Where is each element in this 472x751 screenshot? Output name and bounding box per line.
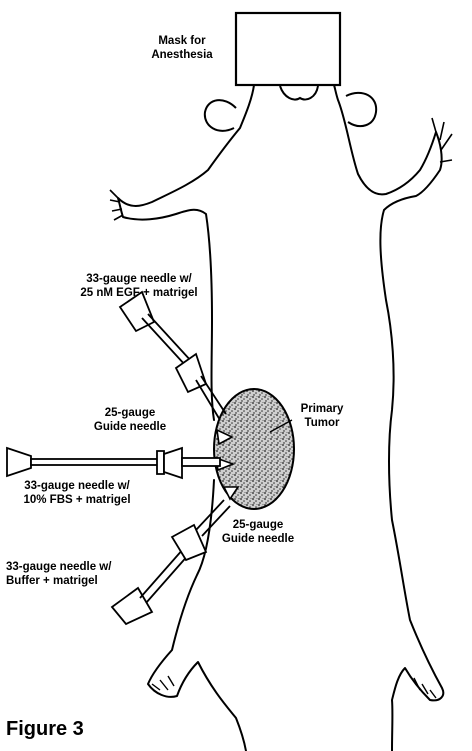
fbs-needle-label: 33-gauge needle w/ 10% FBS + matrigel <box>2 479 152 507</box>
fbs-syringe-hub <box>7 448 31 476</box>
buffer-needle-label-line1: 33-gauge needle w/ <box>6 560 156 574</box>
tumor-label-line2: Tumor <box>282 416 362 430</box>
egf-needle-label-line1: 33-gauge needle w/ <box>64 272 214 286</box>
mask-label-line1: Mask for <box>130 34 234 48</box>
egf-needle-label-line2: 25 nM EGF + matrigel <box>64 286 214 300</box>
middle-guide-shaft <box>182 458 220 466</box>
buffer-needle-label-line2: Buffer + matrigel <box>6 574 156 588</box>
left-hind-toes <box>152 676 174 690</box>
figure-label: Figure 3 <box>6 718 84 741</box>
anesthesia-mask <box>236 13 340 85</box>
upper-guide-label: 25-gauge Guide needle <box>84 406 176 434</box>
fbs-needle-label-line1: 33-gauge needle w/ <box>2 479 152 493</box>
lower-guide-label-line2: Guide needle <box>208 532 308 546</box>
egf-needle-label: 33-gauge needle w/ 25 nM EGF + matrigel <box>64 272 214 300</box>
middle-guide-hub <box>164 448 182 478</box>
snout <box>280 86 318 100</box>
lower-guide-label-line1: 25-gauge <box>208 518 308 532</box>
mask-label: Mask for Anesthesia <box>130 34 234 62</box>
fbs-needle-collar <box>157 451 164 474</box>
upper-guide-label-line2: Guide needle <box>84 420 176 434</box>
left-front-claws <box>110 190 123 220</box>
lower-guide-label: 25-gauge Guide needle <box>208 518 308 546</box>
tumor-label-line1: Primary <box>282 402 362 416</box>
left-ear <box>205 100 236 131</box>
mask-label-line2: Anesthesia <box>130 48 234 62</box>
tumor-label: Primary Tumor <box>282 402 362 430</box>
buffer-syringe-hub <box>112 588 152 624</box>
fbs-needle-shaft <box>31 459 161 465</box>
fbs-needle-assembly <box>7 448 220 478</box>
upper-guide-label-line1: 25-gauge <box>84 406 176 420</box>
buffer-needle-label: 33-gauge needle w/ Buffer + matrigel <box>6 560 156 588</box>
right-ear <box>346 93 376 126</box>
fbs-needle-label-line2: 10% FBS + matrigel <box>2 493 152 507</box>
egf-needle-assembly <box>120 292 226 420</box>
